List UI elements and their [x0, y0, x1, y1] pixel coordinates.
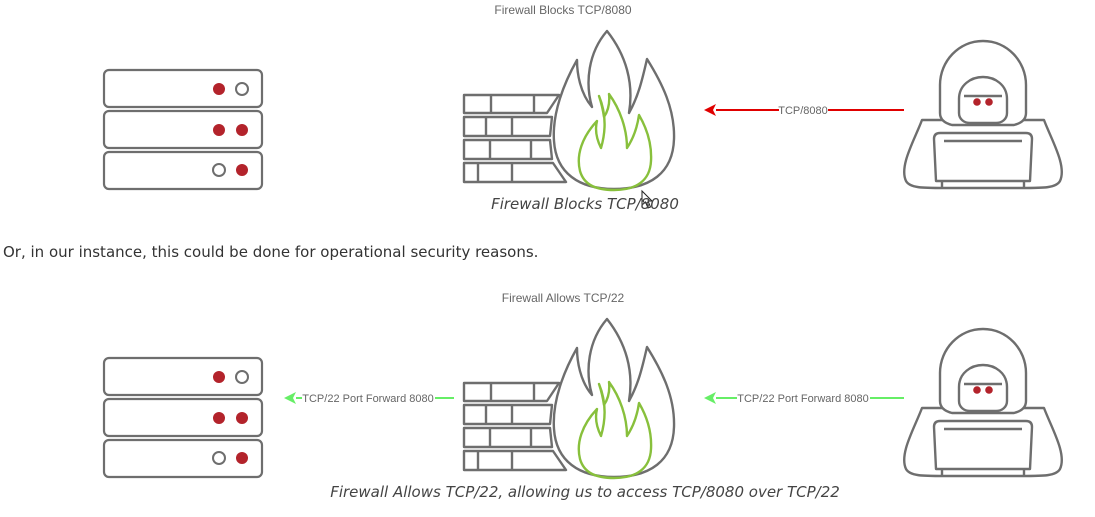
blocked-arrow	[704, 103, 904, 117]
diagram2: Firewall Allows TCP/22 TCP/22 Port Forwa…	[102, 291, 1064, 480]
body-paragraph: Or, in our instance, this could be done …	[3, 243, 539, 261]
server-icon	[102, 68, 264, 191]
diagram2-caption: Firewall Allows TCP/22, allowing us to a…	[330, 483, 840, 501]
hacker-icon	[902, 39, 1064, 190]
diagram2-title: Firewall Allows TCP/22	[502, 291, 625, 305]
diagram1-title: Firewall Blocks TCP/8080	[494, 3, 631, 17]
server-icon	[102, 356, 264, 479]
forward-arrow-left	[284, 391, 454, 405]
firewall-icon	[462, 29, 676, 192]
cursor-icon	[641, 189, 654, 209]
firewall-icon	[462, 317, 676, 480]
hacker-icon	[902, 327, 1064, 478]
forward-arrow-left-label: TCP/22 Port Forward 8080	[302, 393, 433, 405]
diagram1: Firewall Blocks TCP/8080 TCP/8080	[102, 3, 1064, 209]
diagram1-caption: Firewall Blocks TCP/8080	[491, 195, 679, 213]
blocked-arrow-label: TCP/8080	[778, 105, 828, 117]
forward-arrow-right-label: TCP/22 Port Forward 8080	[737, 393, 868, 405]
forward-arrow-right	[704, 391, 904, 405]
